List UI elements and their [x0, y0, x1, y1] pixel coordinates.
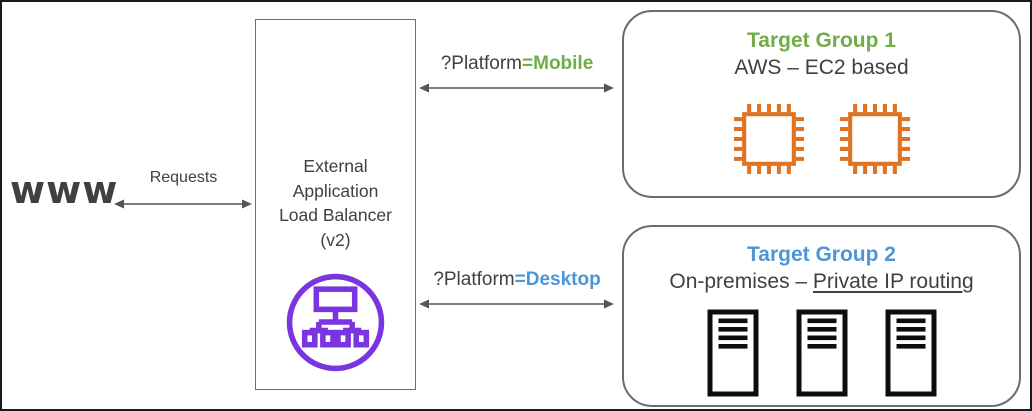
ec2-instances-row	[732, 102, 912, 176]
target-group-2-box: Target Group 2 On-premises – Private IP …	[622, 225, 1021, 407]
requests-arrow	[114, 199, 252, 209]
load-balancer-box: External Application Load Balancer (v2)	[255, 19, 416, 390]
target-group-1-box: Target Group 1 AWS – EC2 based	[622, 10, 1021, 198]
desktop-route-prefix: ?Platform	[433, 269, 515, 290]
load-balancer-title-line: External	[303, 156, 368, 176]
desktop-route-arrow	[419, 299, 614, 309]
target-group-1-subtitle: AWS – EC2 based	[734, 56, 909, 79]
mobile-route-value: =Mobile	[522, 53, 594, 74]
desktop-route-value: =Desktop	[514, 269, 601, 290]
on-premises-servers-row	[707, 309, 937, 397]
load-balancer-title-line: Application	[292, 180, 379, 201]
mobile-route-prefix: ?Platform	[440, 53, 523, 74]
load-balancer-title-line: Load Balancer	[279, 205, 392, 225]
load-balancer-title: External Application Load Balancer (v2)	[279, 154, 392, 252]
www-label: www	[10, 168, 119, 212]
microchip-icon	[732, 102, 806, 176]
load-balancer-title-line: (v2)	[320, 229, 351, 250]
target-group-1-title: Target Group 1	[747, 29, 896, 52]
mobile-route-arrow	[419, 83, 614, 93]
mobile-route-label: ?Platform=Mobile	[420, 53, 614, 75]
server-icon	[796, 309, 848, 397]
elastic-load-balancer-icon	[285, 272, 386, 373]
requests-label: Requests	[149, 169, 218, 186]
target-group-2-subtitle: On-premises – Private IP routing	[669, 268, 973, 296]
microchip-icon	[838, 102, 912, 176]
target-group-2-title: Target Group 2	[747, 243, 896, 266]
desktop-route-label: ?Platform=Desktop	[420, 269, 614, 291]
server-icon	[707, 309, 759, 397]
target-group-2-subtitle-prefix: On-premises –	[669, 270, 813, 293]
server-icon	[885, 309, 937, 397]
target-group-2-subtitle-underlined: Private IP routing	[812, 270, 974, 293]
